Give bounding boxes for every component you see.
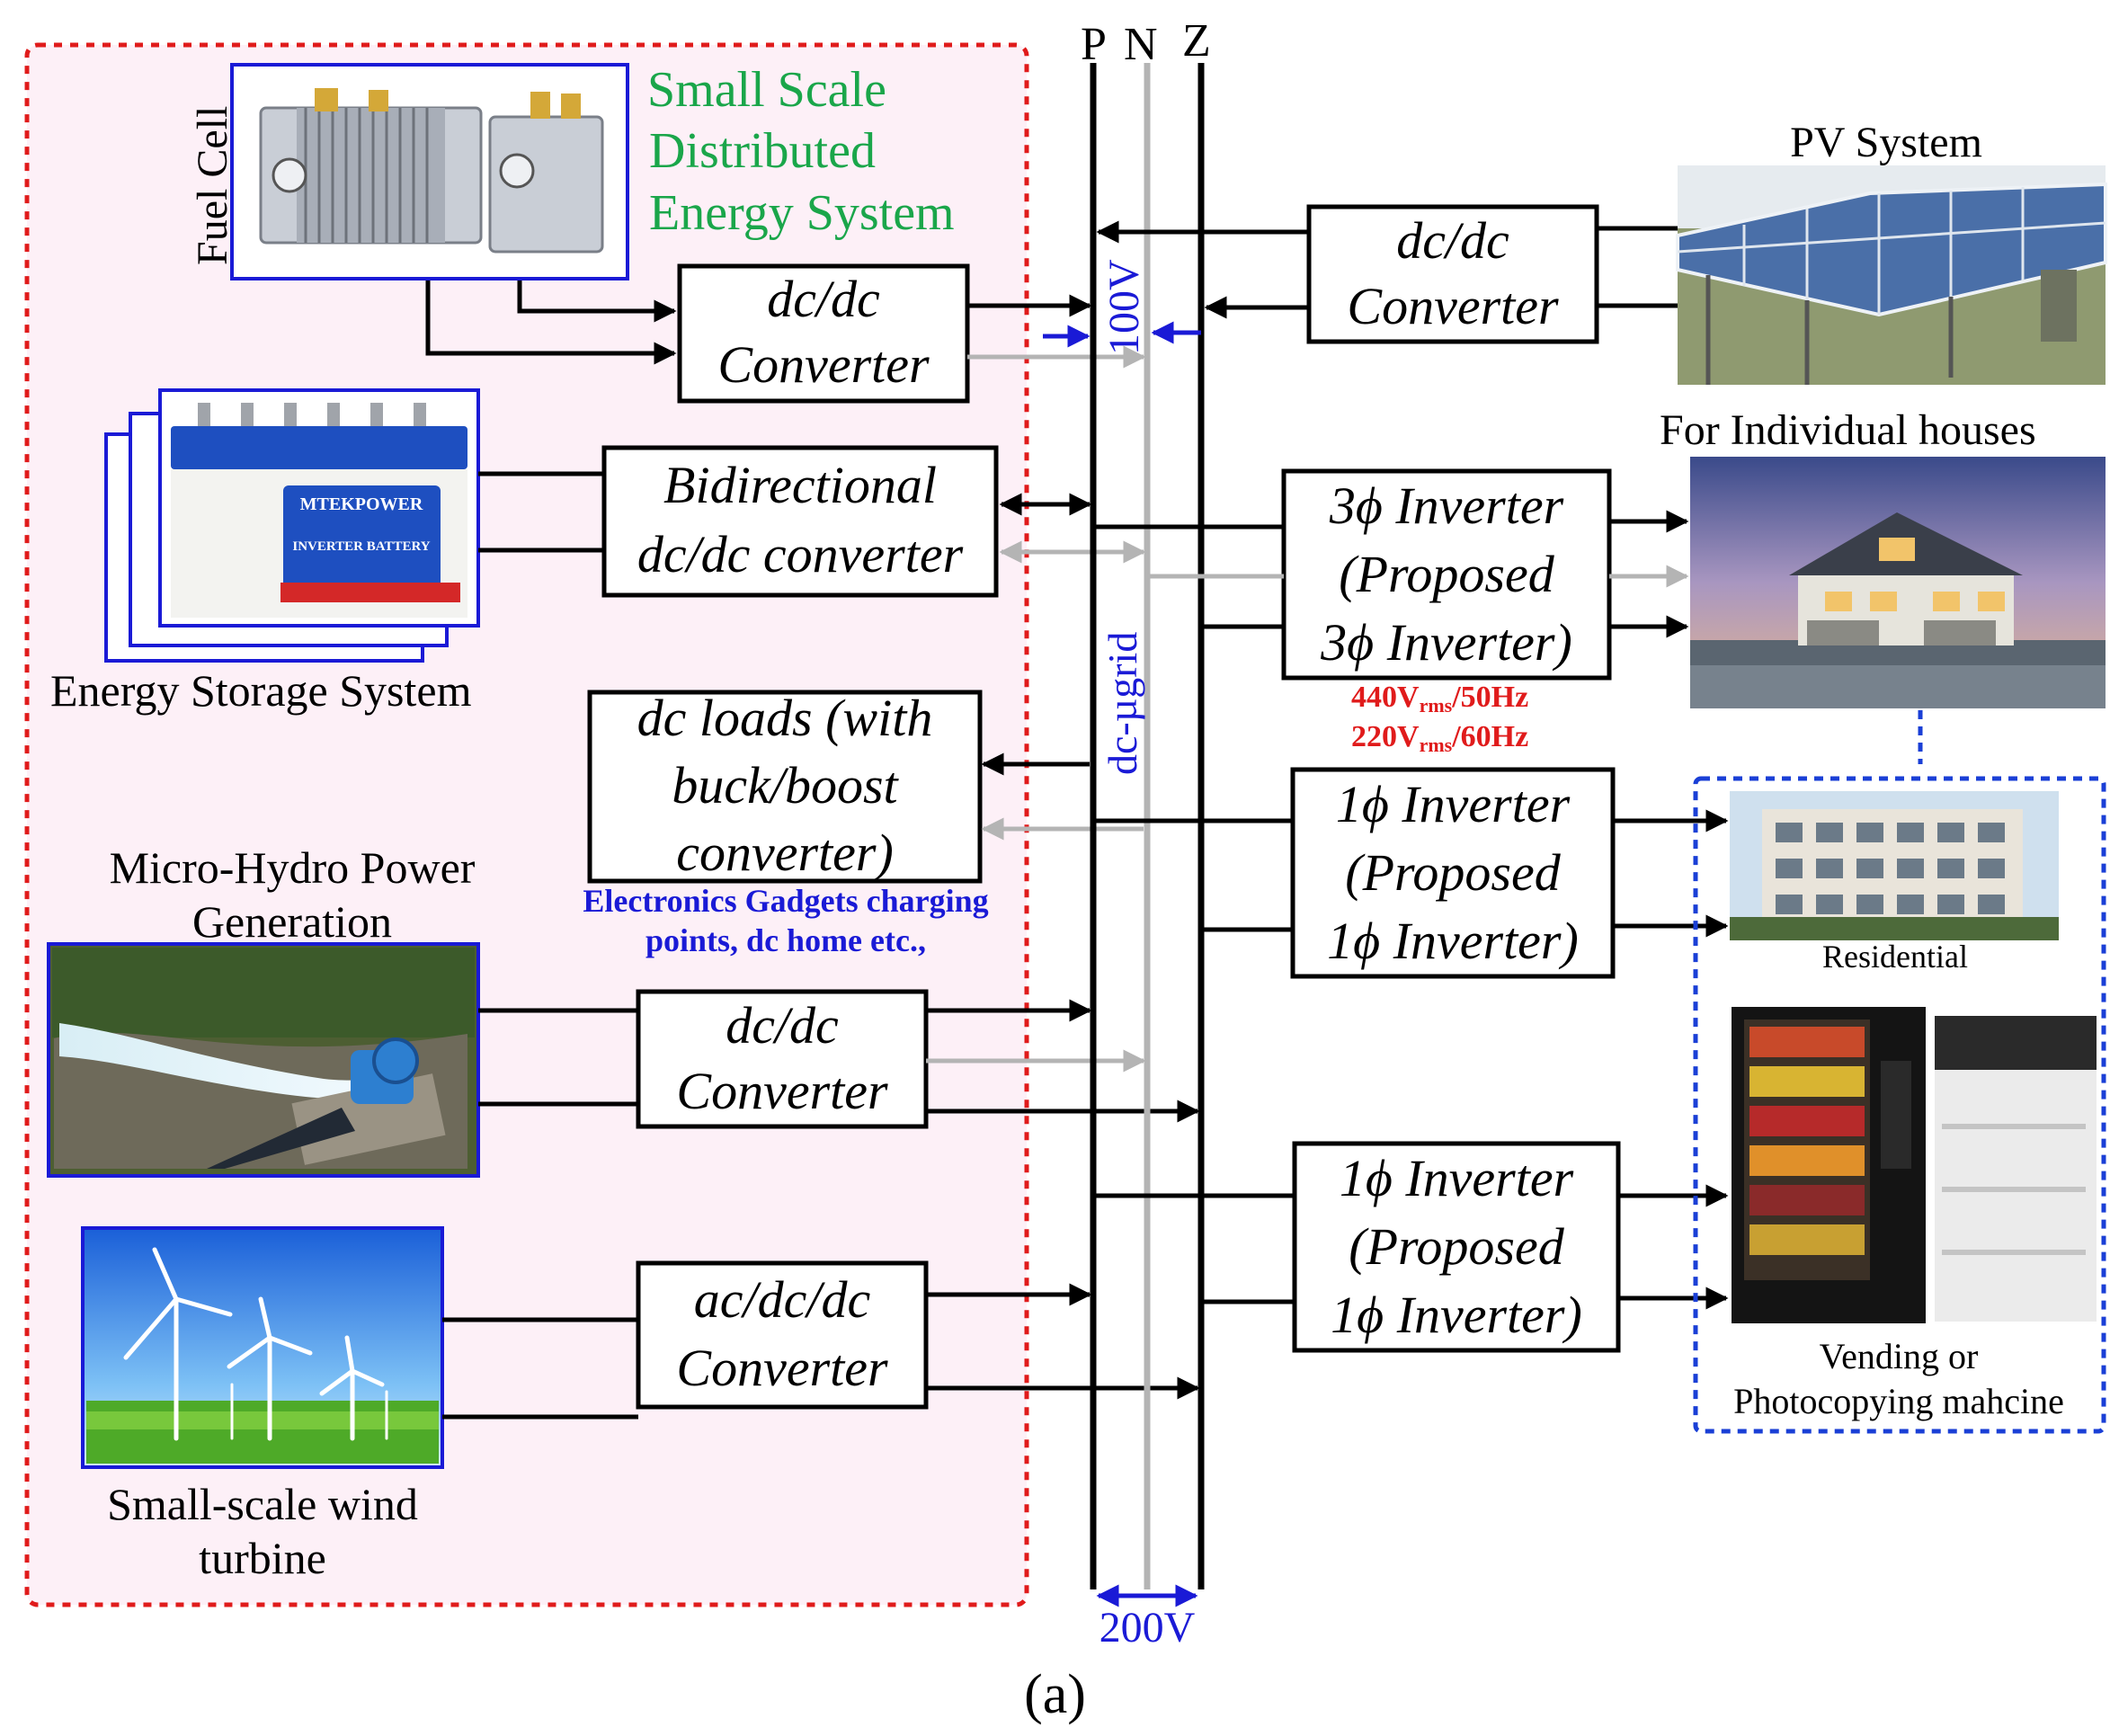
- battery-wires: [478, 471, 1092, 553]
- inverter-1ph-b-box: [1292, 1141, 1621, 1353]
- wind-converter-box: [636, 1260, 929, 1410]
- dc-loads-box: [587, 690, 983, 884]
- fuel-cell-converter-line2: Converter: [717, 335, 930, 394]
- inverter-1ph-b-line1: 1ϕ Inverter: [1340, 1149, 1574, 1207]
- rating2-main: 220V: [1351, 720, 1420, 753]
- micro-hydro-wires: [478, 999, 1200, 1123]
- pv-converter-line1: dc/dc: [1396, 211, 1509, 270]
- wind-turbine-image: [81, 1226, 444, 1469]
- dc-bus: [1090, 63, 1205, 1589]
- fuel-cell-label: Fuel Cell: [189, 106, 236, 265]
- rating2-tail: /60Hz: [1451, 720, 1528, 753]
- inverter-3ph-rating2: 220Vrms/60Hz: [1351, 720, 1528, 756]
- wind-label-line2: turbine: [199, 1533, 326, 1583]
- vending-image: [1732, 1007, 2097, 1323]
- bus-n-label: N: [1124, 19, 1158, 70]
- inverter-1ph-a-line1: 1ϕ Inverter: [1336, 775, 1571, 833]
- inverter-3ph-box: [1281, 468, 1612, 681]
- fuel-cell-image: [230, 63, 629, 280]
- fuel-cell-wires: [425, 280, 1092, 365]
- rating1-sub: rms: [1420, 694, 1453, 717]
- wind-converter-line2: Converter: [676, 1339, 888, 1397]
- inverter-1ph-b-line3: 1ϕ Inverter): [1331, 1286, 1582, 1344]
- pv-converter-line2: Converter: [1347, 277, 1559, 335]
- wind-label-line1: Small-scale wind: [107, 1479, 418, 1529]
- micro-hydro-converter-line1: dc/dc: [726, 996, 839, 1055]
- bus-p-label: P: [1081, 19, 1107, 70]
- panel-title-line2: Distributed: [649, 123, 876, 179]
- fuel-cell-converter-line1: dc/dc: [767, 270, 880, 328]
- pv-label: PV System: [1790, 119, 1982, 166]
- rating1-main: 440V: [1351, 681, 1420, 714]
- micro-hydro-converter-line2: Converter: [676, 1062, 888, 1120]
- dc-loads-note-line1: Electronics Gadgets charging: [583, 883, 988, 919]
- pv-image: [1676, 165, 2107, 385]
- storage-label: Energy Storage System: [50, 665, 472, 716]
- inverter-1ph-b-wires: [1093, 1184, 1729, 1310]
- bus-grid-label: dc-µgrid: [1100, 632, 1145, 775]
- inverter-1ph-a-line2: (Proposed: [1345, 843, 1561, 902]
- battery-brand: MTEKPOWER: [300, 494, 423, 514]
- bus-z-label: Z: [1182, 15, 1211, 67]
- inverter-3ph-wires: [1093, 510, 1689, 638]
- inverter-1ph-b-line2: (Proposed: [1349, 1217, 1564, 1276]
- panel-title-line3: Energy System: [649, 185, 955, 241]
- bidirectional-converter-box: [601, 445, 999, 598]
- inverter-1ph-a-box: [1290, 767, 1616, 979]
- fuel-cell-converter-box: [677, 263, 970, 404]
- bus-voltage-bottom: 200V: [1100, 1604, 1196, 1651]
- bidirectional-line2: dc/dc converter: [637, 525, 964, 583]
- battery-text: INVERTER BATTERY: [292, 539, 430, 554]
- bidirectional-line1: Bidirectional: [663, 456, 937, 514]
- residential-image: [1730, 791, 2059, 940]
- dc-loads-line1: dc loads (with: [637, 689, 933, 747]
- micro-hydro-image: [47, 942, 480, 1178]
- dc-loads-line2: buck/boost: [672, 756, 899, 815]
- residential-label: Residential: [1822, 939, 1968, 975]
- loads-panel: [1693, 776, 2106, 1434]
- dc-loads-note-line2: points, dc home etc.,: [645, 922, 926, 958]
- micro-hydro-label-line2: Generation: [192, 896, 392, 947]
- micro-hydro-converter-box: [636, 989, 929, 1129]
- rating1-tail: /50Hz: [1451, 681, 1528, 714]
- dc-loads-line3: converter): [676, 823, 894, 882]
- figure-caption: (a): [1024, 1664, 1086, 1725]
- panel-title-line1: Small Scale: [647, 62, 886, 118]
- inverter-3ph-line3: 3ϕ Inverter): [1320, 613, 1572, 672]
- houses-label: For Individual houses: [1660, 406, 2036, 454]
- bus-voltage-top: 100V: [1100, 259, 1148, 355]
- inverter-1ph-a-line3: 1ϕ Inverter): [1327, 912, 1579, 970]
- battery-image: MTEKPOWER INVERTER BATTERY: [104, 388, 480, 663]
- house-image: [1690, 457, 2106, 708]
- rating2-sub: rms: [1420, 734, 1453, 756]
- micro-hydro-label-line1: Micro-Hydro Power: [110, 842, 476, 893]
- vending-label-line2: Photocopying mahcine: [1733, 1381, 2064, 1421]
- vending-label-line1: Vending or: [1820, 1336, 1979, 1376]
- wind-converter-line1: ac/dc/dc: [694, 1270, 871, 1329]
- inverter-3ph-line1: 3ϕ Inverter: [1329, 476, 1564, 535]
- pv-converter-box: [1306, 204, 1599, 344]
- inverter-1ph-a-wires: [1093, 809, 1729, 938]
- inverter-3ph-line2: (Proposed: [1339, 545, 1554, 603]
- pv-wires: [1096, 220, 1678, 319]
- wind-wires: [442, 1283, 1200, 1420]
- inverter-3ph-rating1: 440Vrms/50Hz: [1351, 681, 1528, 717]
